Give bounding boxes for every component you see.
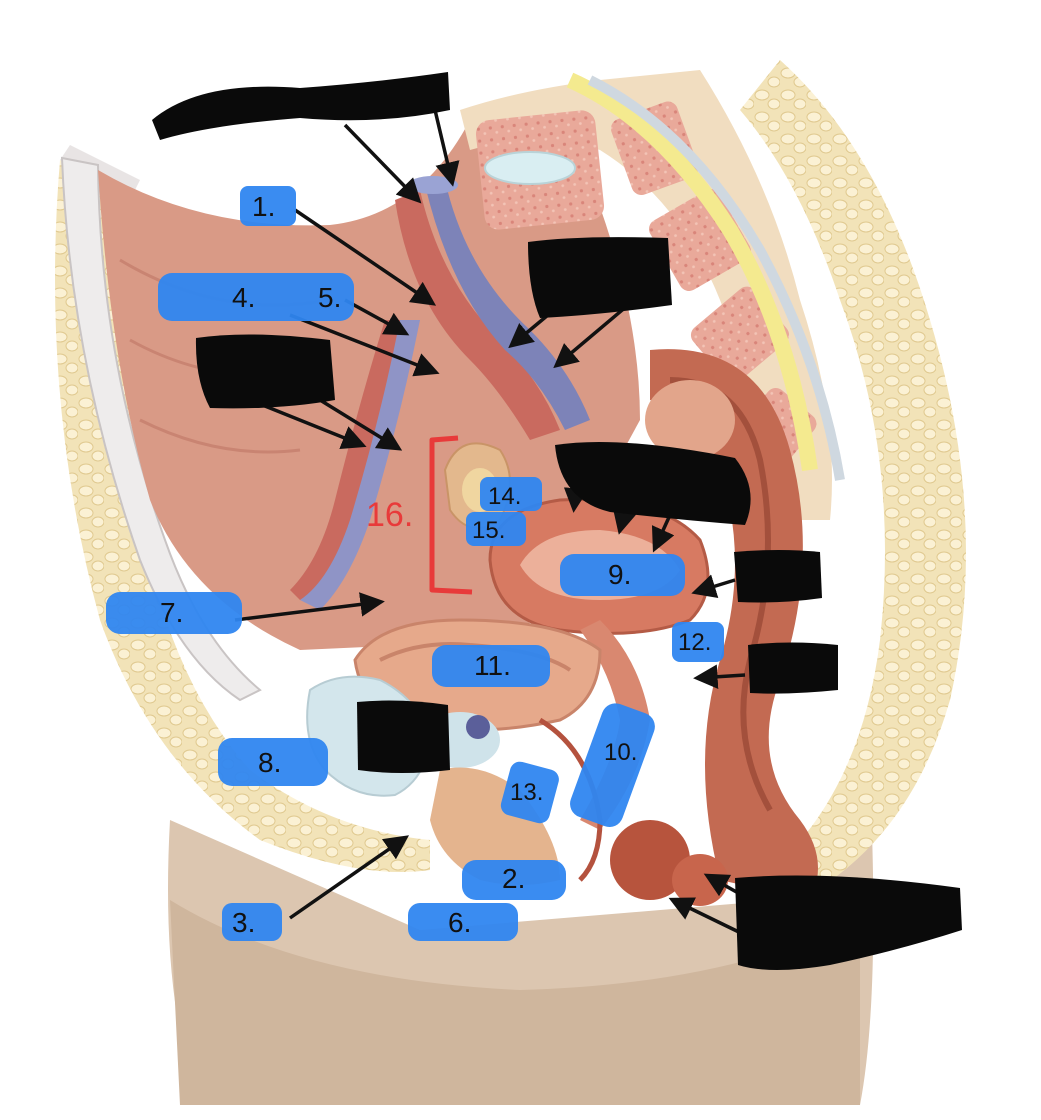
label-6: 6. [448, 907, 471, 938]
highlight-14 [480, 477, 542, 511]
redaction-middle [555, 441, 751, 525]
arrow-redact-right-1 [691, 574, 736, 598]
label-highlights [106, 186, 724, 941]
arrow-redact-right-2 [693, 664, 746, 689]
highlight-4-5 [158, 273, 354, 321]
label-1: 1. [252, 191, 275, 222]
model-pedestal [168, 780, 874, 1105]
highlight-7 [106, 592, 242, 634]
highlight-12 [672, 622, 724, 662]
rectum [645, 349, 818, 901]
label-5: 5. [318, 282, 341, 313]
highlight-3 [222, 903, 282, 941]
redaction-top [152, 72, 450, 140]
highlight-1 [240, 186, 296, 226]
label-13: 13. [510, 779, 543, 806]
label-10: 10. [604, 739, 637, 766]
labels: 1. 4. 5. 14. 15. 9. 7. 12. 11. 10. 8. 13… [160, 191, 711, 938]
redaction-center-low [357, 700, 450, 773]
highlight-9 [560, 554, 685, 596]
highlight-6 [408, 903, 518, 941]
label-16: 16. [366, 496, 413, 534]
label-15: 15. [472, 517, 505, 544]
redaction-left [195, 334, 335, 409]
label-3: 3. [232, 907, 255, 938]
label-14: 14. [488, 483, 521, 510]
highlight-11 [432, 645, 550, 687]
label-2: 2. [502, 863, 525, 894]
label-7: 7. [160, 597, 183, 628]
arrow-redact-left-a [249, 398, 367, 450]
arrow-3 [289, 835, 410, 920]
bracket-16 [429, 435, 473, 595]
label-9: 9. [608, 559, 631, 590]
arrow-redact-top-b [433, 109, 460, 187]
highlight-10 [570, 703, 655, 828]
label-8: 8. [258, 747, 281, 778]
highlight-8 [218, 738, 328, 786]
redaction-right-upper [528, 237, 672, 318]
highlight-2 [462, 860, 566, 900]
arrow-redact-left-b [319, 398, 403, 451]
redaction-bottom-right [735, 875, 962, 970]
arrow-5 [344, 298, 410, 336]
redaction-right-2 [748, 642, 838, 694]
redaction-right-1 [734, 550, 822, 603]
redactions [152, 72, 962, 970]
arrow-redact-br-b [668, 897, 746, 937]
arrow-redact-mid-c [651, 514, 675, 553]
highlight-15 [466, 512, 526, 546]
label-12: 12. [678, 629, 711, 656]
highlight-13 [500, 761, 559, 824]
arrow-1 [294, 208, 437, 306]
label-4: 4. [232, 282, 255, 313]
label-11: 11. [474, 650, 511, 681]
abdominal-wall [60, 156, 262, 702]
vertebral-column [460, 70, 845, 520]
arrow-7 [234, 592, 385, 622]
arrow-redact-top-a [343, 123, 422, 204]
arrow-4 [289, 313, 440, 377]
